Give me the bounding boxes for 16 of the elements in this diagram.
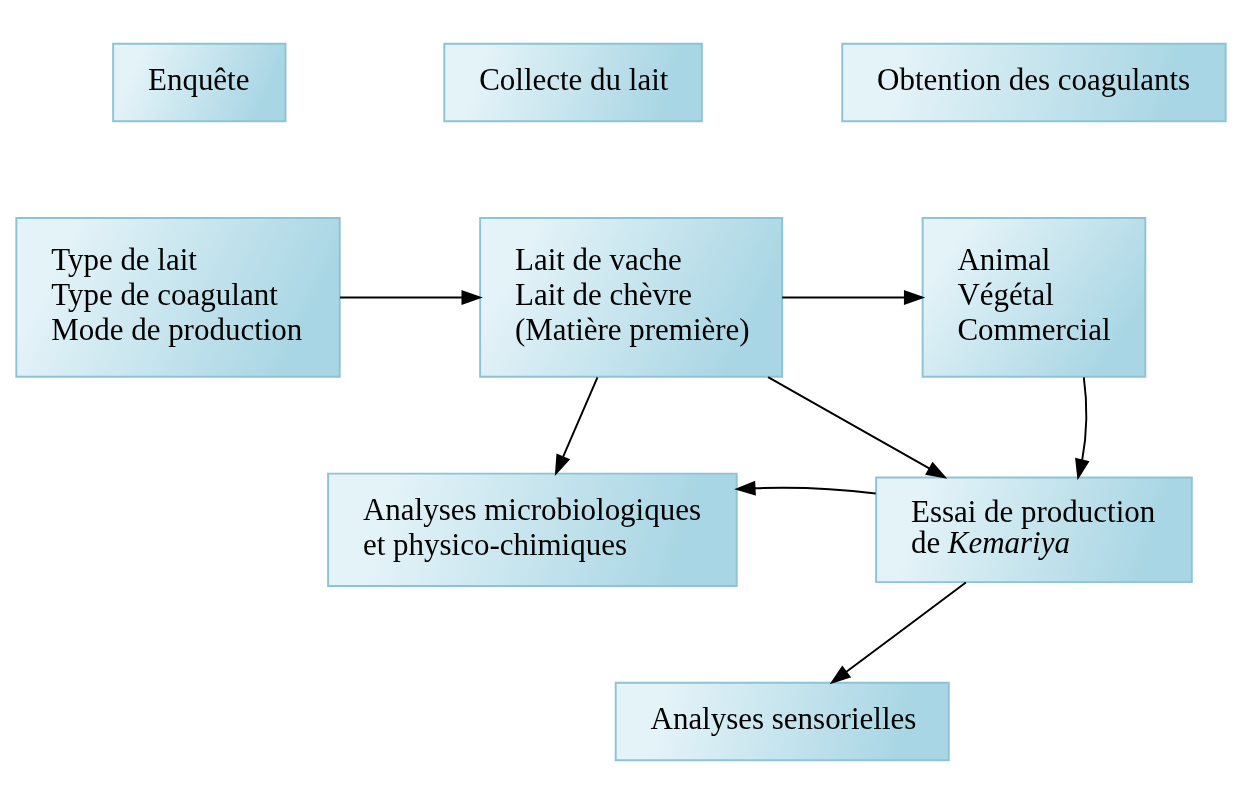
arrow: [734, 480, 877, 496]
arrow: [1075, 375, 1090, 480]
node-box: Collecte du lait: [443, 42, 703, 122]
node-box: Analyses microbiologiques et physico-chimiques: [327, 472, 738, 587]
arrow: [554, 375, 599, 476]
node-box: Essai de production de Kemariya: [875, 476, 1193, 583]
arrow: [767, 375, 948, 479]
node-box: Type de lait Type de coagulant Mode de production: [15, 216, 341, 378]
node-box: Enquête: [112, 42, 287, 122]
node-box: Obtention des coagulants: [841, 42, 1227, 122]
arrow: [829, 581, 967, 684]
node-box: Lait de vache Lait de chèvre (Matière première): [479, 216, 784, 378]
arrow: [781, 289, 926, 305]
node-box: Analyses sensorielles: [614, 681, 950, 761]
node-box: Animal Végétal Commercial: [921, 216, 1147, 378]
arrow: [339, 289, 483, 305]
